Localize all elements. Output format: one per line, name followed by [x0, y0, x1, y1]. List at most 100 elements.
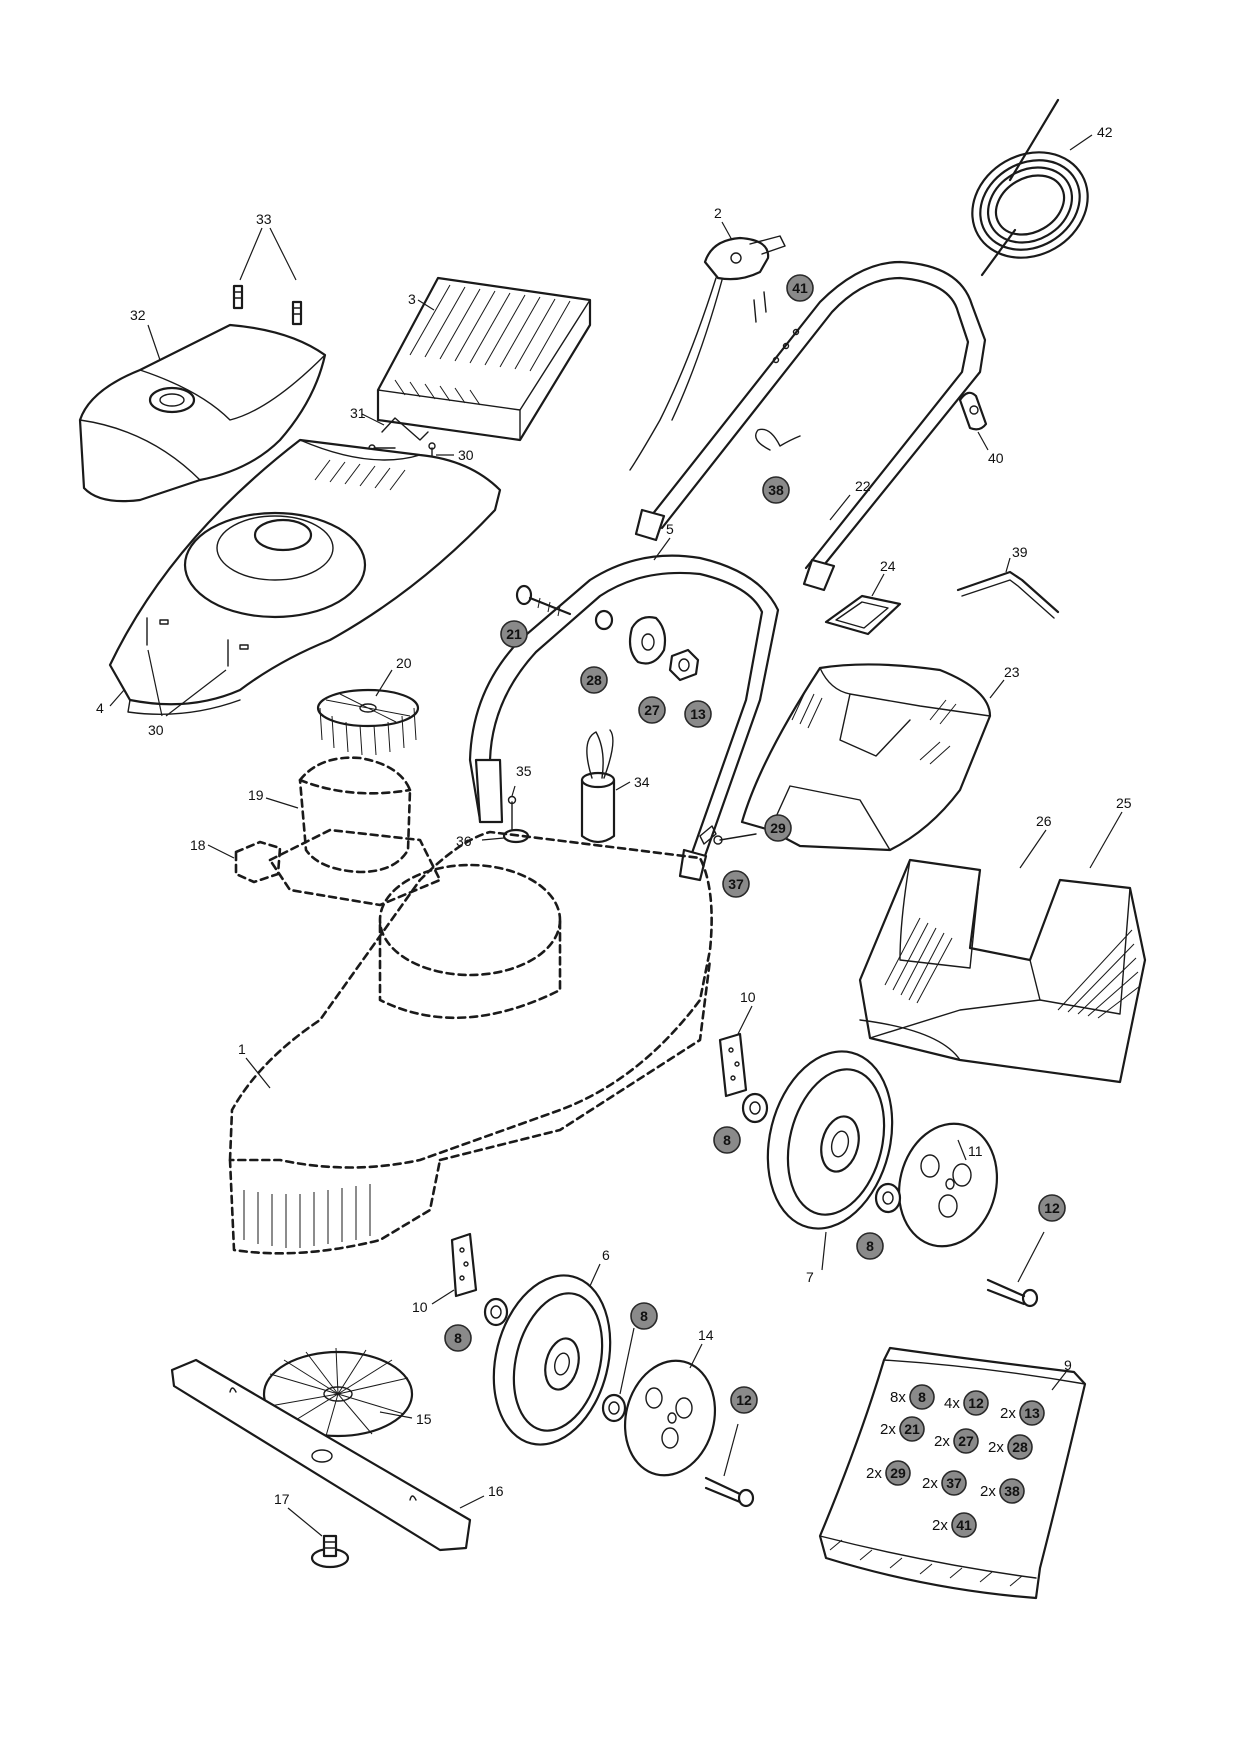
blade-part-16 [170, 1358, 485, 1552]
part-label-4: 4 [96, 700, 104, 716]
switch-block-part-18 [207, 840, 282, 884]
kit-contents-list: 8x 8 4x 12 2x 13 2x 21 2x 27 2x 28 2x 29… [866, 1384, 1045, 1538]
part-label-17: 17 [274, 1491, 290, 1507]
axle-bolt-part-12-right [986, 1231, 1045, 1308]
bolt-part-21 [515, 584, 572, 617]
kit-item: 2x 21 [880, 1416, 925, 1442]
part-label-30-lower: 30 [148, 722, 164, 738]
kit-item: 4x 12 [944, 1390, 989, 1416]
part-label-7: 7 [806, 1269, 814, 1285]
part-badge-8: 8 [444, 1324, 472, 1352]
part-label-5: 5 [666, 521, 674, 537]
gear-bushing-8-3 [483, 1297, 509, 1327]
kit-item: 2x 27 [934, 1428, 979, 1454]
part-badge-12: 12 [1038, 1194, 1066, 1222]
part-label-2: 2 [714, 205, 722, 221]
kit-qty: 2x [980, 1483, 996, 1500]
part-label-6: 6 [602, 1247, 610, 1263]
kit-qty: 2x [1000, 1405, 1016, 1422]
part-label-18: 18 [190, 837, 206, 853]
part-label-42: 42 [1097, 124, 1113, 140]
svg-text:29: 29 [770, 820, 786, 836]
cable-coil-part-42 [971, 98, 1093, 277]
gear-bushing-8-4 [601, 1327, 635, 1423]
kit-part: 41 [956, 1517, 972, 1533]
bracket-part-10-left [431, 1232, 478, 1305]
part-badge-12: 12 [730, 1386, 758, 1414]
svg-text:8: 8 [866, 1238, 874, 1254]
svg-text:37: 37 [728, 876, 744, 892]
screw-part-35 [507, 785, 517, 831]
svg-text:8: 8 [723, 1132, 731, 1148]
air-grille-part-3 [376, 276, 592, 442]
motor-housing-part-4 [108, 438, 502, 715]
upper-handle-part-22 [634, 260, 987, 592]
part-label-22: 22 [855, 478, 871, 494]
part-badge-13: 13 [684, 700, 712, 728]
kit-part: 29 [890, 1465, 906, 1481]
part-label-11: 11 [968, 1143, 983, 1159]
svg-text:38: 38 [768, 482, 784, 498]
kit-part: 12 [968, 1395, 984, 1411]
svg-text:13: 13 [690, 706, 706, 722]
gear-bushing-8-1 [741, 1092, 769, 1124]
part-badge-38: 38 [762, 476, 790, 504]
kit-qty: 8x [890, 1389, 906, 1406]
switch-box-part-2 [629, 221, 786, 471]
kit-qty: 2x [880, 1421, 896, 1438]
hub-cap-part-11 [897, 1122, 999, 1248]
grass-catcher-top-part-23 [740, 663, 1005, 852]
part-label-19: 19 [248, 787, 264, 803]
part-badge-8: 8 [630, 1302, 658, 1330]
washer-part-37 [699, 825, 717, 845]
part-label-15: 15 [416, 1411, 432, 1427]
part-label-35: 35 [516, 763, 532, 779]
kit-qty: 2x [934, 1433, 950, 1450]
svg-text:12: 12 [736, 1392, 752, 1408]
grass-bag-part-25-26 [858, 811, 1147, 1084]
motor-part-19 [265, 756, 442, 907]
kit-qty: 2x [922, 1475, 938, 1492]
part-label-23: 23 [1004, 664, 1020, 680]
part-badge-8: 8 [856, 1232, 884, 1260]
part-label-10-left: 10 [412, 1299, 428, 1315]
kit-item: 2x 41 [932, 1512, 977, 1538]
rear-wheel-part-7 [766, 1050, 894, 1271]
kit-qty: 2x [988, 1439, 1004, 1456]
screw-part-29 [713, 833, 757, 845]
part-badge-21: 21 [500, 620, 528, 648]
kit-part: 21 [904, 1421, 920, 1437]
svg-text:28: 28 [586, 672, 602, 688]
part-label-25: 25 [1116, 795, 1132, 811]
blade-fan-part-15 [262, 1347, 414, 1438]
kit-part: 38 [1004, 1483, 1020, 1499]
knob-part-27 [628, 616, 667, 665]
screws-part-33 [232, 227, 303, 326]
motor-cover-part-32 [78, 323, 327, 503]
svg-text:41: 41 [792, 280, 808, 296]
screws-part-30-lower [146, 617, 229, 717]
svg-text:8: 8 [640, 1308, 648, 1324]
blade-bolt-part-17 [287, 1507, 350, 1569]
kit-item: 2x 37 [922, 1470, 967, 1496]
part-label-10-right: 10 [740, 989, 756, 1005]
part-label-34: 34 [634, 774, 650, 790]
part-label-24: 24 [880, 558, 896, 574]
part-label-33: 33 [256, 211, 272, 227]
motor-fan-part-20 [316, 669, 420, 756]
svg-text:27: 27 [644, 702, 660, 718]
mower-deck-part-1 [228, 830, 713, 1255]
capacitor-part-34 [580, 729, 631, 844]
part-label-16: 16 [488, 1483, 504, 1499]
part-label-39: 39 [1012, 544, 1028, 560]
part-badge-8: 8 [713, 1126, 741, 1154]
nut-part-28 [594, 609, 614, 631]
part-label-31: 31 [350, 405, 366, 421]
hub-cap-part-14 [623, 1343, 717, 1477]
kit-item: 2x 38 [980, 1478, 1025, 1504]
kit-part: 27 [958, 1433, 974, 1449]
part-label-14: 14 [698, 1327, 714, 1343]
kit-item: 2x 29 [866, 1460, 911, 1486]
kit-item: 2x 28 [988, 1434, 1033, 1460]
